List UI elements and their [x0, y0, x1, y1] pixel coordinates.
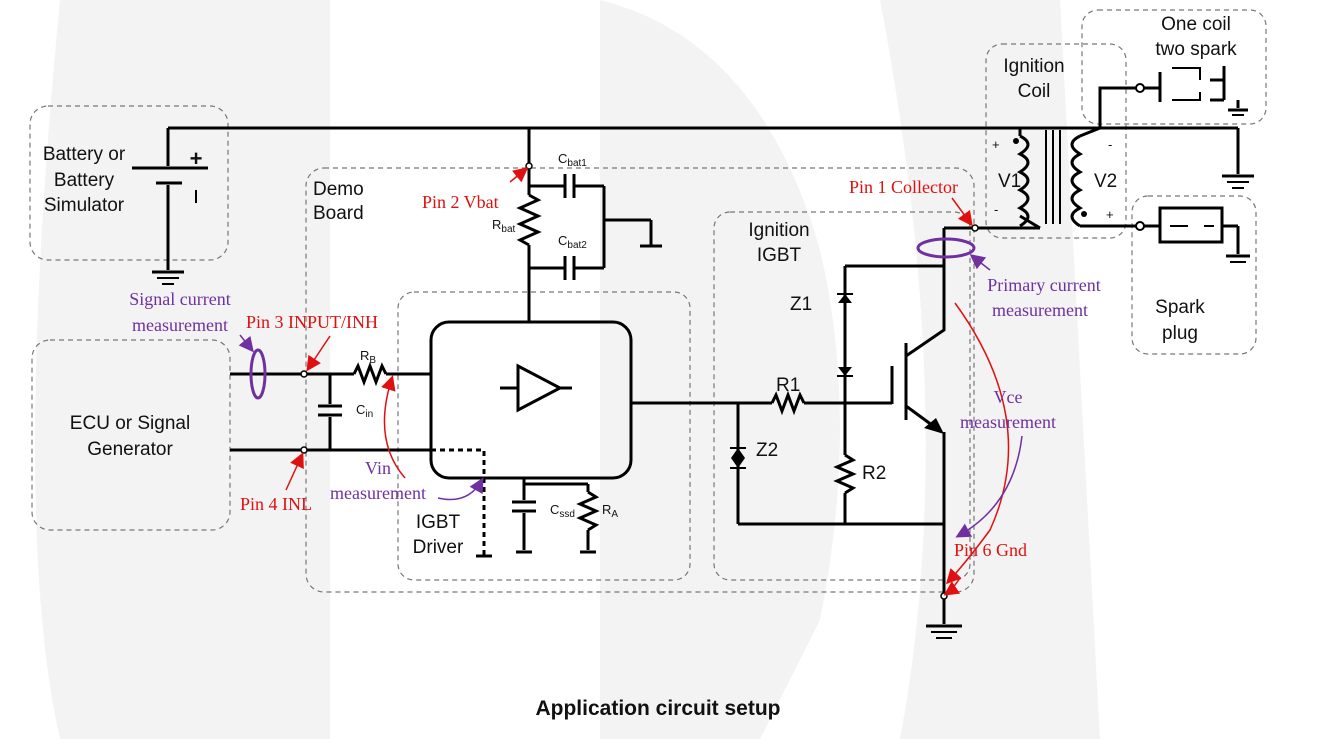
ra-sub: A — [611, 509, 618, 520]
z1-label: Z1 — [790, 294, 812, 315]
rbat-label: Rbat — [492, 217, 516, 235]
cssd-label: Cssd — [550, 502, 575, 520]
spark-plug-label: Spark plug — [1155, 297, 1205, 344]
ignition-coil-label-line2: Coil — [1018, 81, 1051, 102]
ra-label: RA — [602, 502, 618, 520]
igbt-driver-label-line1: IGBT — [416, 512, 461, 533]
vce-line2: measurement — [960, 412, 1056, 432]
primary-current-label: Primary current measurement — [987, 275, 1100, 320]
cbat1-main: C — [558, 151, 567, 166]
battery-label-line3: Simulator — [44, 195, 125, 216]
pin4-label: Pin 4 INL — [240, 494, 312, 514]
battery-label-line1: Battery or — [43, 144, 126, 165]
ignition-igbt-label: Ignition IGBT — [748, 220, 809, 266]
igbt-driver-chip — [429, 320, 633, 558]
primary-current-line2: measurement — [992, 300, 1088, 320]
ignition-igbt-label-line1: Ignition — [748, 220, 809, 241]
spark-plug-label-line2: plug — [1162, 323, 1198, 344]
one-coil-label-line2: two spark — [1155, 39, 1237, 60]
cbat1-sub: bat1 — [567, 158, 587, 169]
one-coil-box — [1081, 9, 1267, 125]
demo-board-box — [305, 167, 975, 593]
cbat2-sub: bat2 — [567, 240, 587, 251]
demo-board-label-line2: Board — [313, 203, 364, 224]
demo-board-label: Demo Board — [313, 179, 364, 224]
pin1-label: Pin 1 Collector — [849, 177, 958, 197]
one-coil-label: One coil two spark — [1155, 14, 1237, 60]
battery-box — [29, 105, 229, 261]
battery-symbol — [132, 128, 208, 285]
signal-current-line1: Signal current — [129, 289, 230, 309]
z2-label: Z2 — [756, 440, 778, 461]
ecu-label: ECU or Signal Generator — [70, 413, 190, 460]
igbt-driver-label-line2: Driver — [413, 537, 464, 558]
top-rail — [168, 126, 1254, 189]
ignition-coil-box — [985, 43, 1127, 239]
v1-minus-label: - — [994, 202, 998, 217]
spark-plug-label-line1: Spark — [1155, 297, 1205, 318]
ra-main: R — [602, 502, 611, 517]
vin-line2: measurement — [330, 483, 426, 503]
rbat-main: R — [492, 217, 501, 232]
cbat2-label: Cbat2 — [558, 233, 587, 251]
background-watermark — [35, 0, 1100, 739]
v2-minus-label: - — [1108, 137, 1112, 152]
ecu-box — [31, 339, 231, 531]
cbat1-label: Cbat1 — [558, 151, 587, 169]
igbt-driver-box — [397, 291, 691, 581]
ecu-label-line2: Generator — [87, 439, 173, 460]
gate-network — [631, 224, 1040, 639]
rbat-sub: bat — [501, 224, 515, 235]
rb-label: RB — [360, 348, 376, 366]
rb-sub: B — [369, 355, 376, 366]
v1-label: V1 — [998, 171, 1021, 192]
battery-label: Battery or Battery Simulator — [43, 144, 126, 216]
pin2-label: Pin 2 Vbat — [422, 192, 499, 212]
vce-label: Vce measurement — [960, 387, 1056, 432]
spark-plug-box — [1131, 195, 1257, 355]
r1-label: R1 — [776, 375, 800, 396]
pin3-label: Pin 3 INPUT/INH — [246, 312, 378, 332]
ignition-igbt-label-line2: IGBT — [757, 245, 802, 266]
ecu-label-line1: ECU or Signal — [70, 413, 190, 434]
v2-label: V2 — [1094, 171, 1117, 192]
cin-label: Cin — [356, 402, 373, 420]
spark-plug-symbols — [1144, 66, 1250, 263]
cssd-main: C — [550, 502, 559, 517]
primary-current-line1: Primary current — [987, 275, 1100, 295]
cbat2-main: C — [558, 233, 567, 248]
v1-plus-label: + — [992, 137, 1000, 152]
ignition-coil-label: Ignition Coil — [1003, 56, 1064, 102]
demo-board-label-line1: Demo — [313, 179, 364, 200]
igbt-driver-label: IGBT Driver — [413, 512, 464, 558]
input-network — [230, 348, 431, 454]
rb-main: R — [360, 348, 369, 363]
signal-current-label: Signal current measurement — [129, 289, 230, 335]
ignition-coil-label-line1: Ignition — [1003, 56, 1064, 77]
r2-label: R2 — [862, 463, 886, 484]
vin-label: Vin measurement — [330, 458, 426, 503]
ignition-igbt-box — [713, 211, 971, 581]
one-coil-label-line1: One coil — [1161, 14, 1231, 35]
battery-plus-sign: + — [190, 146, 203, 171]
vin-line1: Vin — [365, 458, 391, 478]
cin-main: C — [356, 402, 365, 417]
signal-current-line2: measurement — [132, 315, 228, 335]
annotation-arrows — [238, 167, 1023, 596]
pin6-label: Pin 6 Gnd — [954, 540, 1027, 560]
cin-sub: in — [365, 409, 373, 420]
vbat-network — [516, 128, 662, 322]
battery-label-line2: Battery — [54, 170, 115, 191]
v2-plus-label: + — [1106, 207, 1114, 222]
vce-line1: Vce — [994, 387, 1023, 407]
figure-caption: Application circuit setup — [535, 697, 780, 720]
cssd-sub: ssd — [559, 509, 575, 520]
ignition-coil-transformer — [1013, 83, 1145, 231]
